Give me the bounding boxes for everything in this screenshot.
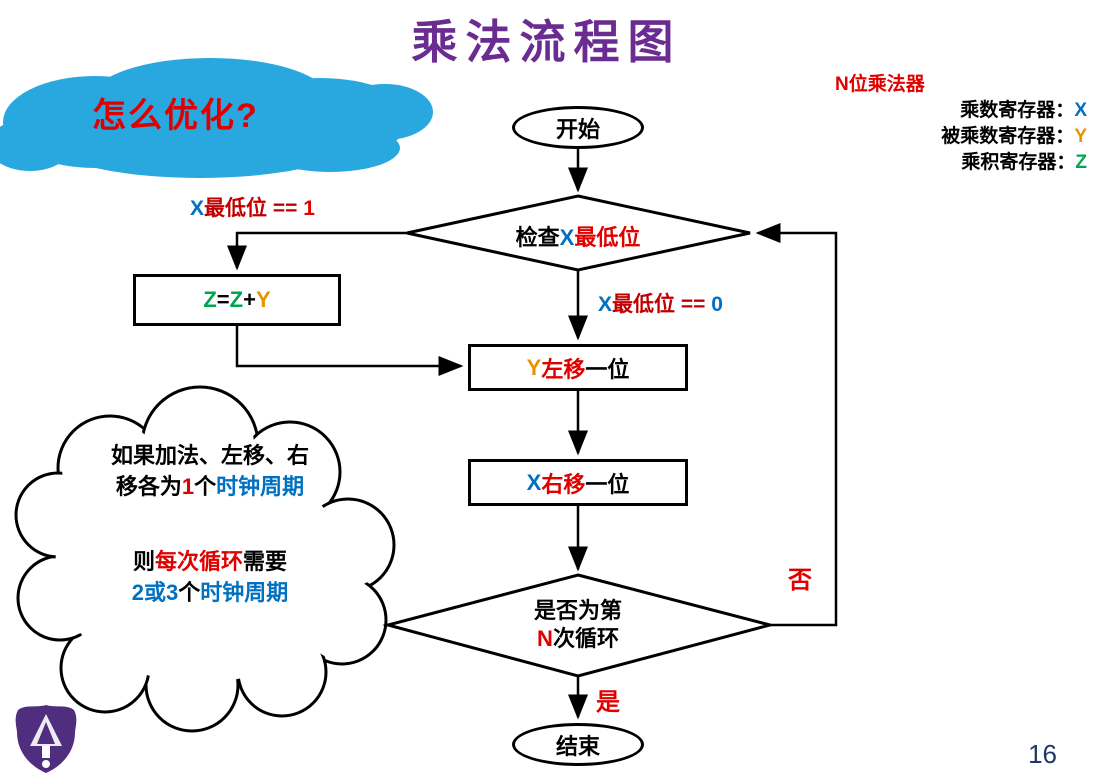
arrow-loop-back: [755, 223, 838, 627]
loop-line2-rest: 次循环: [552, 626, 619, 651]
note-line3-pre: 则: [132, 549, 155, 574]
loop-n: N: [537, 626, 553, 651]
start-node: 开始: [512, 106, 644, 149]
branch-one-value: 1: [303, 197, 315, 220]
note-cloud-text: 如果加法、左移、右 移各为1个时钟周期 则每次循环需要 2或3个时钟周期: [50, 440, 370, 608]
question-cloud-text: 怎么优化?: [92, 97, 259, 135]
note-line3: 则每次循环需要: [50, 546, 370, 577]
check-pre: 检查: [515, 225, 560, 250]
legend-label: 被乘数寄存器：: [941, 126, 1075, 147]
flow-connectors: [227, 149, 838, 720]
operand-z: Z: [229, 287, 244, 312]
note-line2-num: 1: [181, 474, 195, 499]
operand-x: X: [598, 293, 613, 316]
operand-z: Z: [203, 287, 217, 312]
note-line1: 如果加法、左移、右: [110, 443, 309, 468]
branch-zero-value: 0: [711, 293, 723, 316]
legend-title: N位乘法器: [835, 74, 925, 95]
branch-zero-mid: 最低位 ==: [612, 293, 712, 316]
shift-left-op: 左移: [541, 356, 586, 382]
legend-row-multiplier: 乘数寄存器：X: [831, 98, 1087, 124]
check-post: 最低位: [574, 225, 641, 250]
register-z: Z: [1075, 152, 1087, 173]
note-line4-num: 2或3: [131, 580, 179, 605]
operand-x: X: [526, 469, 542, 495]
note-line2-pre: 移各为: [115, 474, 182, 499]
operand-x: X: [190, 197, 205, 220]
check-lowest-bit-diamond: [406, 194, 751, 272]
end-node: 结束: [512, 723, 644, 766]
equals-sign: =: [216, 287, 230, 312]
page-title: 乘法流程图: [411, 16, 682, 68]
page-number: 16: [1028, 739, 1057, 769]
loop-line1: 是否为第: [533, 598, 622, 623]
no-branch-label: 否: [788, 567, 812, 594]
note-line2: 移各为1个时钟周期: [50, 471, 370, 502]
shift-right-op: 右移: [541, 471, 586, 497]
branch-label-one: X最低位 == 1: [190, 192, 315, 222]
arrow-branch-one: [227, 231, 407, 271]
legend-row-product: 乘积寄存器：Z: [831, 150, 1087, 176]
register-x: X: [1074, 100, 1087, 121]
legend-row-multiplicand: 被乘数寄存器：Y: [831, 124, 1087, 150]
loop-count-text: 是否为第 N次循环: [478, 597, 678, 653]
note-line3-red: 每次循环: [154, 549, 243, 574]
shift-right-rest: 一位: [585, 471, 630, 497]
yes-branch-label: 是: [596, 689, 620, 716]
note-gap: [50, 502, 370, 546]
shift-left-rest: 一位: [585, 356, 630, 382]
operand-x: X: [559, 225, 575, 250]
operand-y: Y: [526, 354, 542, 380]
register-legend: N位乘法器 乘数寄存器：X 被乘数寄存器：Y 乘积寄存器：Z: [831, 72, 1087, 176]
loop-line2: N次循环: [478, 625, 678, 653]
decision-diamonds: [382, 194, 776, 678]
note-line4-mid: 个: [178, 580, 201, 605]
loop-count-diamond: [382, 573, 776, 678]
question-cloud-shape: [0, 58, 433, 178]
branch-label-zero: X最低位 == 0: [598, 288, 723, 318]
register-y: Y: [1074, 126, 1087, 147]
note-line4: 2或3个时钟周期: [50, 577, 370, 608]
note-line4-term: 时钟周期: [200, 580, 289, 605]
check-lowest-bit-text: 检查X最低位: [440, 220, 716, 252]
legend-label: 乘积寄存器：: [961, 152, 1076, 173]
note-cloud-shape: [14, 385, 396, 733]
note-line3-post: 需要: [243, 549, 288, 574]
university-logo: [15, 705, 77, 773]
branch-one-mid: 最低位 ==: [204, 197, 304, 220]
add-step-box: Z = Z + Y: [133, 274, 341, 326]
arrow-add-to-shiftleft: [235, 326, 464, 376]
operand-y: Y: [255, 287, 271, 312]
legend-label: 乘数寄存器：: [960, 100, 1075, 121]
note-line2-mid: 个: [194, 474, 217, 499]
plus-sign: +: [243, 287, 256, 312]
note-line2-term: 时钟周期: [216, 474, 305, 499]
